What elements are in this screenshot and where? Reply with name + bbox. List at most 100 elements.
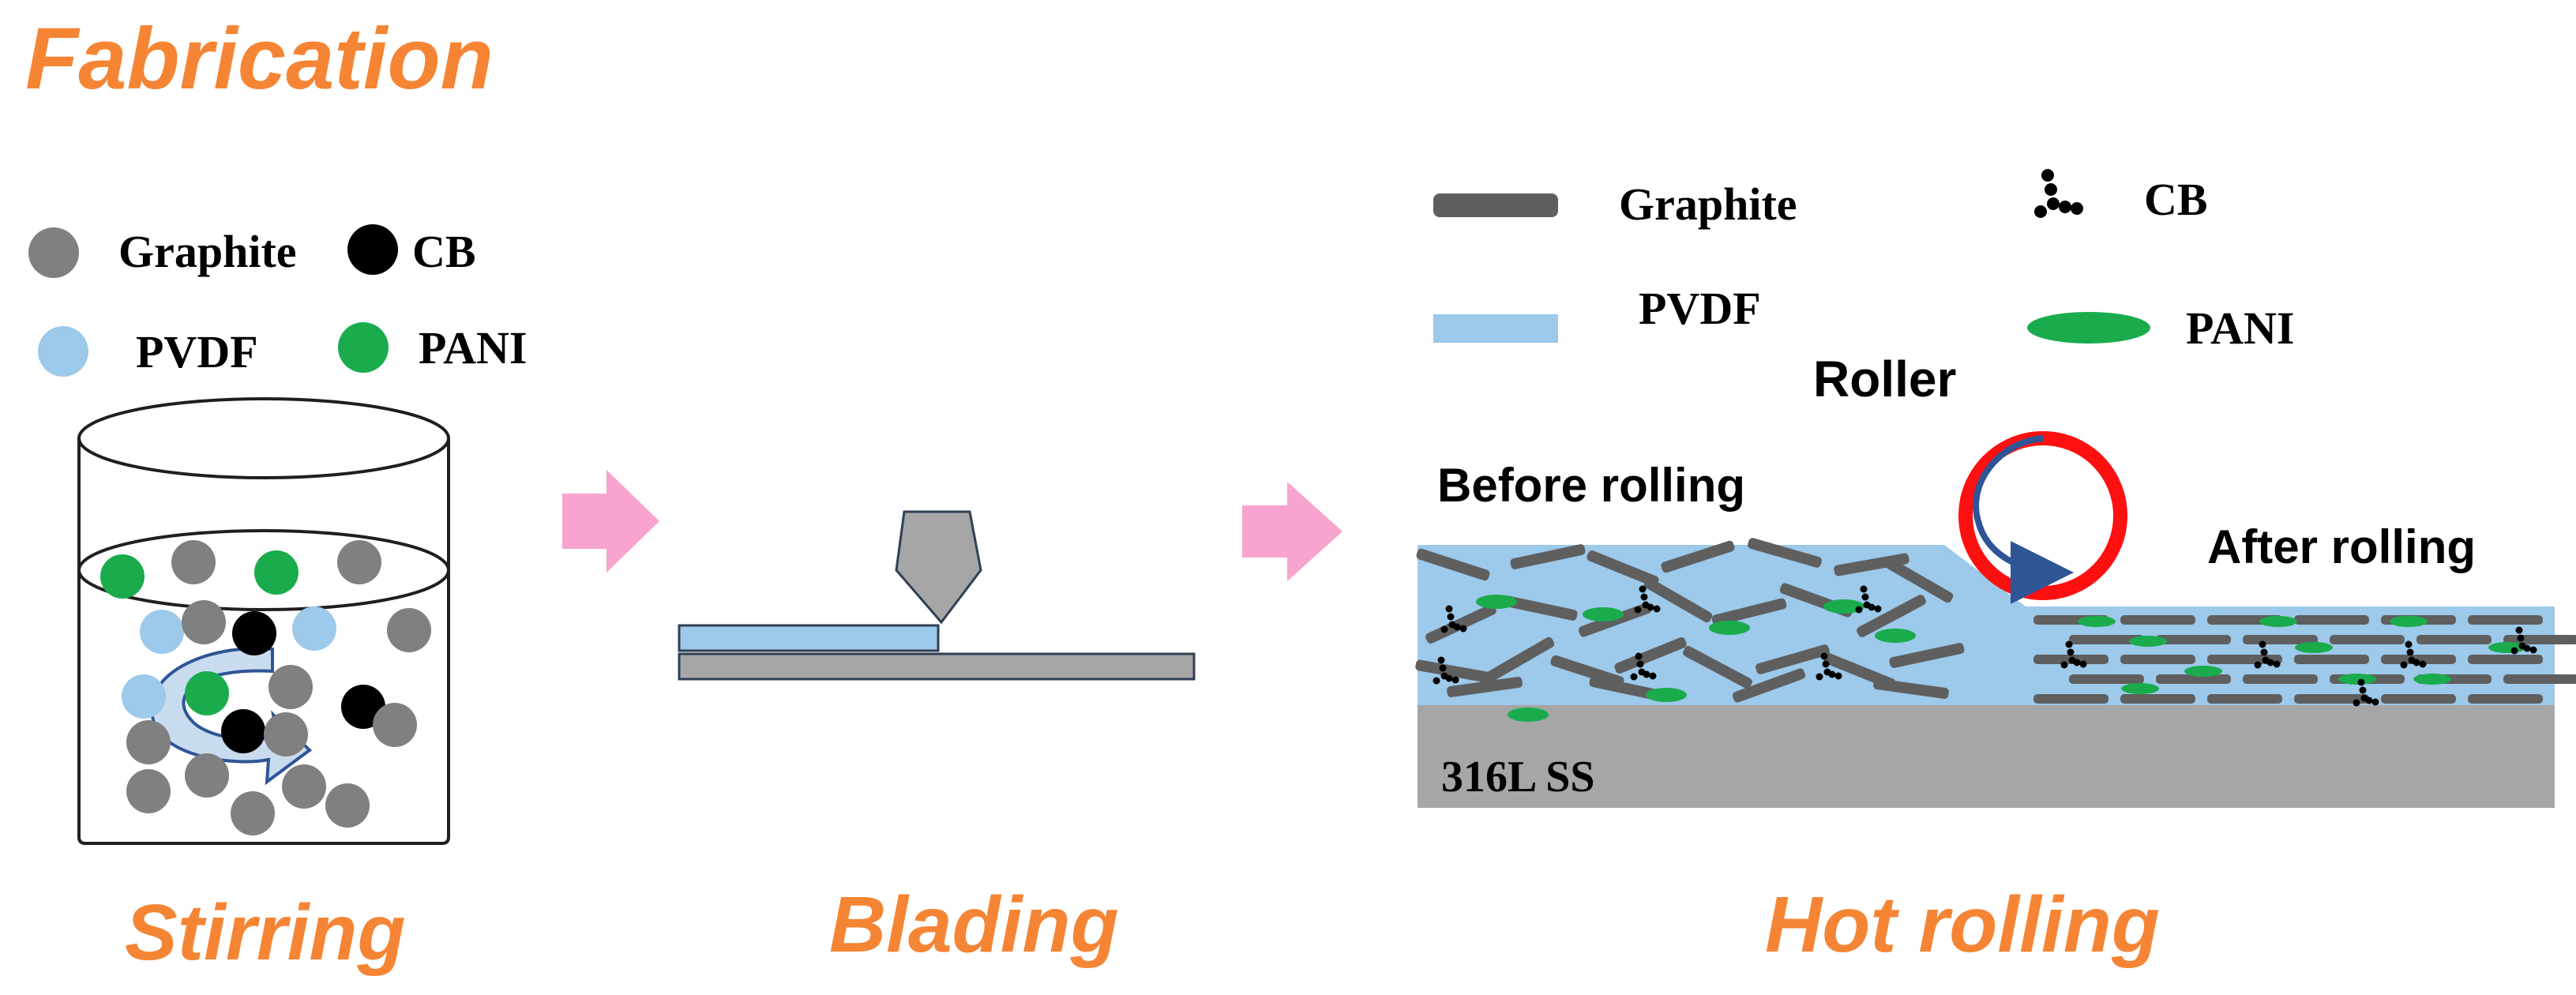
graphite-flake xyxy=(1416,548,1490,581)
liquid-surface xyxy=(77,529,450,611)
cb-particle xyxy=(1459,625,1467,633)
graphite-flake xyxy=(1589,676,1665,701)
cb-particle xyxy=(1822,660,1830,668)
cb-aggregate xyxy=(2353,678,2379,707)
hot-rolling-schematic xyxy=(1415,431,2576,808)
cb-particle xyxy=(2515,626,2523,634)
pani-particle xyxy=(1709,621,1750,635)
graphite-flake xyxy=(2120,615,2195,625)
cb-particle xyxy=(1828,670,1836,678)
graphite-flake xyxy=(2468,694,2543,704)
cb-particle xyxy=(1635,652,1643,660)
stainless-substrate xyxy=(1418,705,2555,808)
cb-particle xyxy=(1433,677,1440,685)
cb-particle xyxy=(1439,664,1447,672)
cb-particle xyxy=(1639,585,1647,593)
cb-particle xyxy=(1860,585,1868,593)
graphite-flake xyxy=(2294,615,2369,625)
graphite-flake xyxy=(2381,694,2456,704)
cb-particle xyxy=(1445,674,1453,682)
pani-particle xyxy=(2338,674,2376,685)
pani-legend-label: PANI xyxy=(419,322,527,374)
pani-particle xyxy=(1476,595,1517,609)
cb-particle xyxy=(1855,606,1863,614)
graphite-flake xyxy=(2156,635,2231,644)
cb-particle xyxy=(2259,640,2266,648)
cb-particle xyxy=(2400,661,2408,669)
pani-legend-label-2: PANI xyxy=(2186,302,2294,354)
before-rolling-label: Before rolling xyxy=(1437,459,1745,512)
pani-legend-ellipse xyxy=(2027,312,2150,344)
pani-particle xyxy=(1875,629,1916,643)
cb-particle xyxy=(2371,698,2379,706)
stirring-caption: Stirring xyxy=(125,888,406,977)
cb-particle xyxy=(1447,613,1455,621)
graphite-flake xyxy=(2120,694,2195,704)
pani-particle xyxy=(2413,674,2451,685)
graphite-flake xyxy=(1510,544,1586,569)
graphite-flake xyxy=(2243,674,2318,684)
after-rolling-structure xyxy=(2033,615,2576,707)
cb-particle xyxy=(1451,676,1459,684)
cb-particle xyxy=(1437,656,1445,664)
cb-legend-label-2: CB xyxy=(2144,174,2208,225)
cb-particle xyxy=(2067,648,2075,656)
cb-particle xyxy=(2073,659,2081,666)
graphite-legend-label-2: Graphite xyxy=(1619,178,1797,230)
cb-particle xyxy=(1868,603,1876,611)
cb-particle xyxy=(2523,644,2531,652)
cb-particle xyxy=(2266,659,2274,666)
graphite-flake xyxy=(1485,636,1555,682)
graphite-flake xyxy=(1711,598,1787,626)
blading-caption: Blading xyxy=(829,880,1119,969)
cb-particle xyxy=(2273,660,2281,668)
hot-rolling-legend: Graphite CB PVDF PANI xyxy=(1433,169,2294,354)
stirring-beaker xyxy=(77,397,450,845)
process-arrow-1 xyxy=(562,470,659,573)
doctor-blade xyxy=(895,510,982,625)
graphite-flake xyxy=(1415,659,1491,683)
cb-particle xyxy=(2359,686,2367,694)
pani-particle xyxy=(1583,607,1624,621)
substrate-plate xyxy=(678,652,1196,681)
graphite-flake xyxy=(1614,637,1687,674)
cb-particle xyxy=(1820,652,1828,660)
cb-particle xyxy=(2060,661,2068,669)
cb-particle xyxy=(1445,605,1453,613)
graphite-flake xyxy=(2069,635,2144,644)
cb-particle xyxy=(2517,634,2525,642)
cb-particle xyxy=(1636,660,1644,668)
graphite-flake xyxy=(2503,674,2576,684)
cb-particle xyxy=(2413,659,2420,666)
cb-aggregate xyxy=(1855,585,1882,614)
cb-aggregate xyxy=(2510,626,2537,655)
cb-particle xyxy=(2065,640,2073,648)
pani-particle xyxy=(2129,636,2167,647)
cb-particle xyxy=(1634,606,1642,614)
cb-particle xyxy=(1647,603,1654,611)
graphite-flake xyxy=(1425,604,1496,644)
graphite-flake xyxy=(2033,694,2108,704)
graphite-flake xyxy=(1587,550,1659,587)
roller xyxy=(1958,431,2127,604)
blading-setup xyxy=(678,510,1196,681)
cb-aggregate xyxy=(1440,605,1467,633)
pani-particle xyxy=(2390,616,2428,627)
substrate-label: 316L SS xyxy=(1441,753,1595,802)
graphite-flake xyxy=(1502,595,1578,621)
cb-particle xyxy=(2353,699,2360,707)
cb-aggregate xyxy=(1630,652,1657,681)
cb-aggregate xyxy=(2400,640,2427,669)
pani-particle xyxy=(2259,616,2297,627)
cb-particle xyxy=(1861,593,1869,601)
pvdf-legend-label-2: PVDF xyxy=(1639,283,1761,334)
graphite-flake xyxy=(2468,655,2543,664)
cb-aggregate-legend xyxy=(2034,169,2083,218)
cb-legend-label: CB xyxy=(412,226,476,277)
graphite-flake xyxy=(2330,635,2405,644)
graphite-flake xyxy=(1661,540,1735,573)
cb-particle xyxy=(1453,623,1461,631)
rotation-arrow-icon xyxy=(1973,435,2074,604)
graphite-flake xyxy=(1732,668,1806,703)
